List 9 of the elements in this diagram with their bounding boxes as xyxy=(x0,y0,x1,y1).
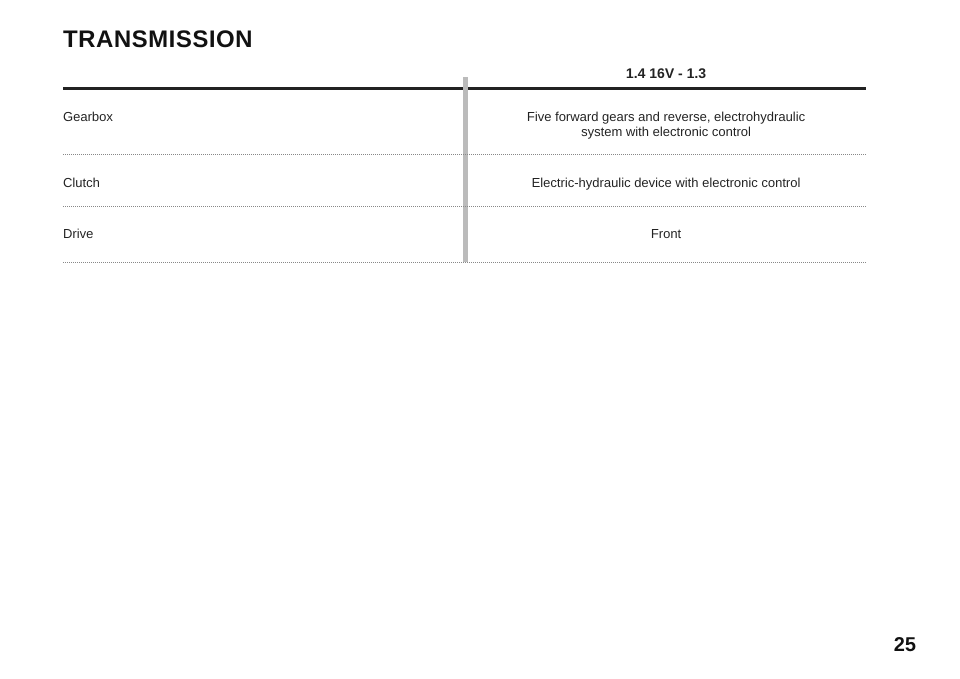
table-cell-text: Electric-hydraulic device with electronic control xyxy=(530,175,802,190)
column-header: 1.4 16V - 1.3 xyxy=(624,66,708,81)
page-number: 25 xyxy=(892,638,916,653)
row-label: Drive xyxy=(63,226,94,241)
table-cell-text: Five forward gears and reverse, electrohydraulic system with electronic control xyxy=(526,109,806,139)
page-title: TRANSMISSION xyxy=(63,26,254,54)
table-cell-text: Front xyxy=(650,226,682,241)
row-label: Gearbox xyxy=(63,109,113,124)
row-label: Clutch xyxy=(63,175,100,190)
